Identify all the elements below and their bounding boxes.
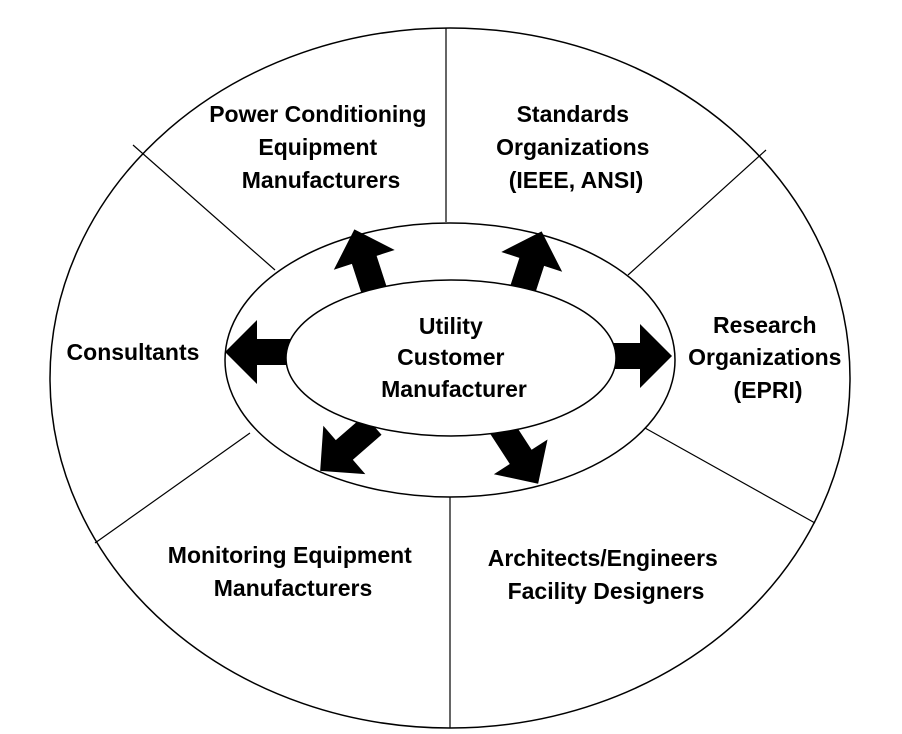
arrow-icon-upper-right bbox=[501, 231, 563, 303]
segment-label-power-conditioning: Power Conditioning Equipment Manufacture… bbox=[209, 101, 433, 193]
divider-lower-right bbox=[644, 427, 816, 524]
arrow-icon-upper-left bbox=[333, 229, 395, 301]
segment-label-line: Monitoring Equipment bbox=[168, 542, 412, 568]
segment-label-standards: Standards Organizations (IEEE, ANSI) bbox=[496, 101, 656, 193]
segment-label-line: Organizations bbox=[496, 134, 649, 160]
segment-label-line: Facility Designers bbox=[508, 578, 705, 604]
arrow-icon-left bbox=[225, 320, 295, 384]
segment-label-architects: Architects/Engineers Facility Designers bbox=[488, 545, 724, 604]
divider-upper-right bbox=[627, 149, 767, 276]
arrow-icon-right bbox=[602, 324, 672, 388]
segment-label-line: (IEEE, ANSI) bbox=[509, 167, 644, 193]
segment-label-line: Standards bbox=[517, 101, 629, 127]
center-hub bbox=[285, 279, 617, 437]
segment-label-consultants: Consultants bbox=[67, 339, 200, 365]
segment-label-monitoring: Monitoring Equipment Manufacturers bbox=[168, 542, 418, 601]
segment-label-line: Manufacturers bbox=[242, 167, 400, 193]
segment-label-line: Research bbox=[713, 312, 817, 338]
arrow-icon-lower-right bbox=[489, 417, 548, 484]
arrow-icon-lower-left bbox=[320, 415, 382, 475]
divider-lower-left bbox=[94, 432, 251, 544]
segment-label-research: Research Organizations (EPRI) bbox=[688, 312, 848, 403]
center-label-line: Utility bbox=[419, 313, 483, 339]
arrows bbox=[225, 229, 672, 484]
center-label-line: Customer bbox=[397, 344, 504, 370]
center-label-line: Manufacturer bbox=[381, 376, 527, 402]
segment-label-line: Equipment bbox=[258, 134, 377, 160]
center-label: Utility Customer Manufacturer bbox=[381, 313, 527, 402]
segment-label-line: Power Conditioning bbox=[209, 101, 426, 127]
divider-upper-left bbox=[132, 144, 276, 271]
segment-label-line: Consultants bbox=[67, 339, 200, 365]
segment-label-line: Architects/Engineers bbox=[488, 545, 718, 571]
segment-label-line: Organizations bbox=[688, 344, 841, 370]
segment-label-line: (EPRI) bbox=[734, 377, 803, 403]
segment-label-line: Manufacturers bbox=[214, 575, 372, 601]
